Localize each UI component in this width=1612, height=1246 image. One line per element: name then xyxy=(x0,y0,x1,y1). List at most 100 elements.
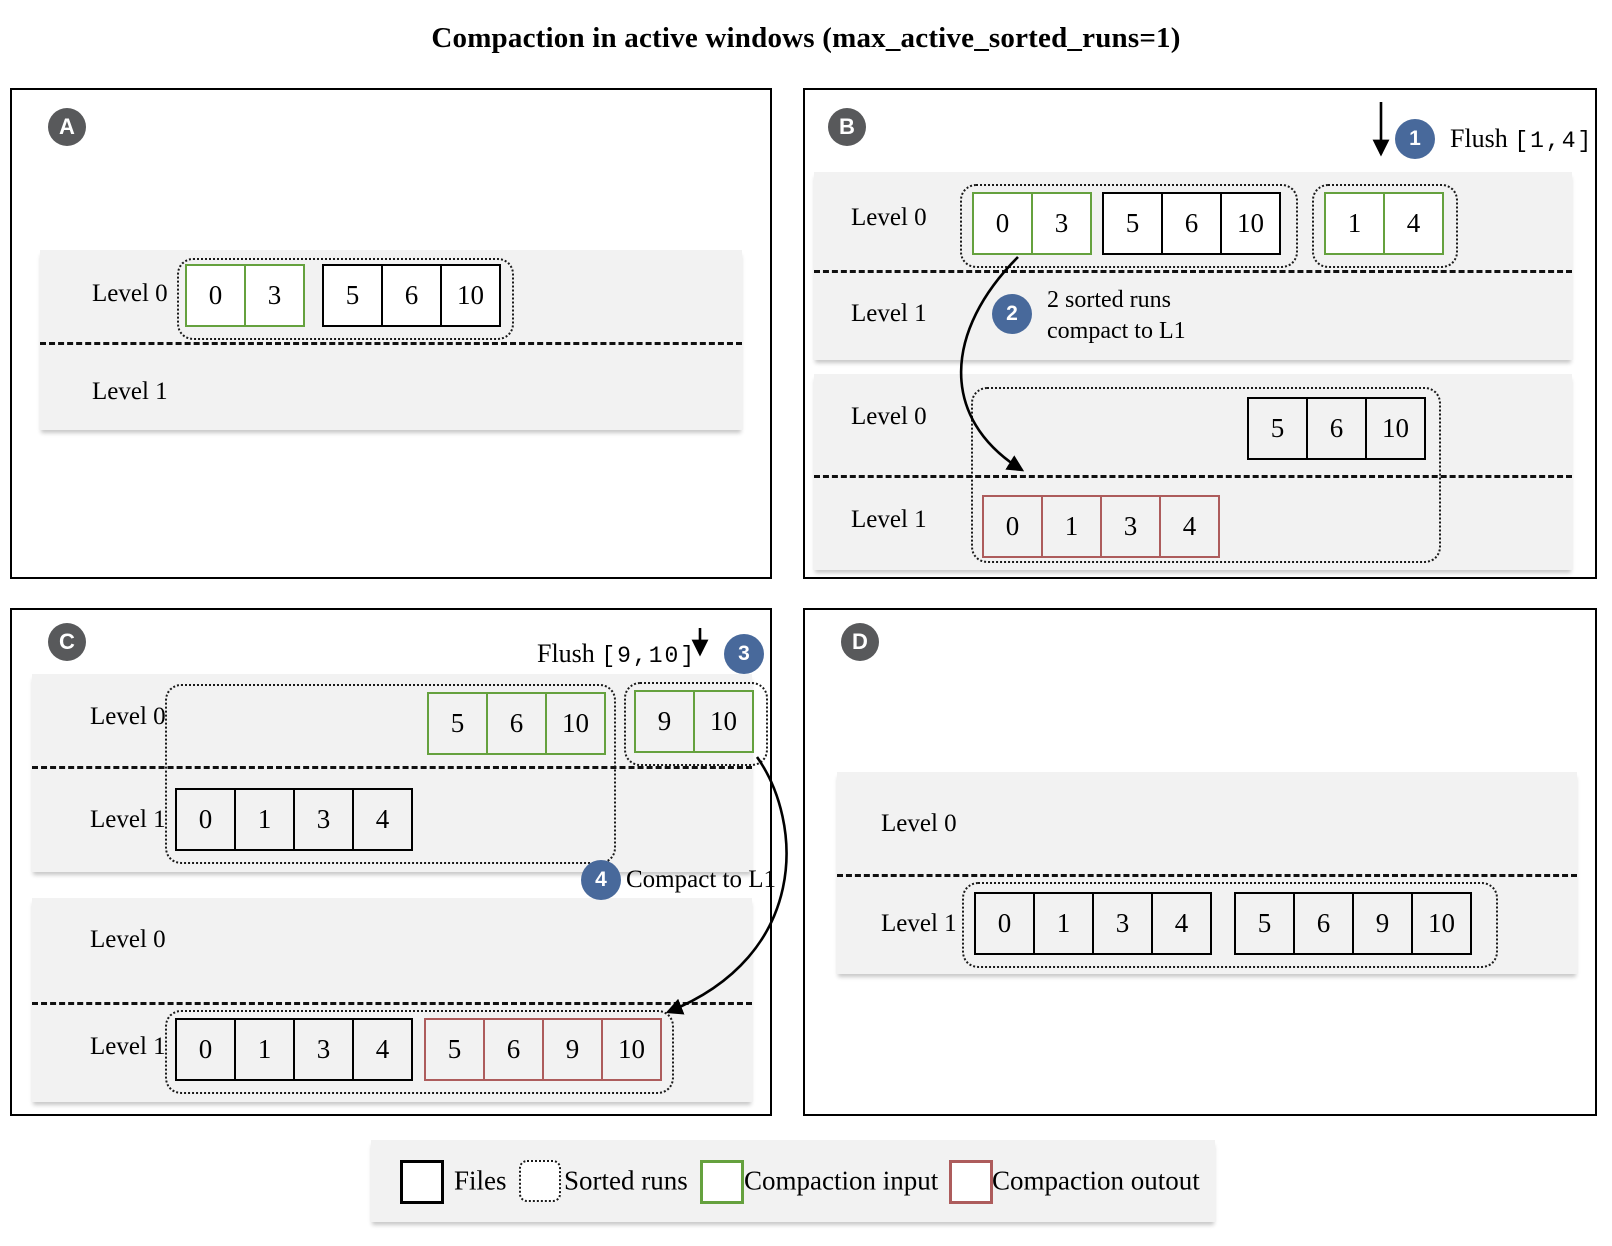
sorted-runs-label: Sorted runs xyxy=(564,1165,688,1196)
file-cell: 4 xyxy=(352,790,411,849)
file-cell: 3 xyxy=(1031,194,1090,253)
level-divider xyxy=(32,766,752,769)
level0-label: Level 0 xyxy=(92,280,168,307)
sorted-run-group xyxy=(960,184,1298,268)
file-cell: 6 xyxy=(483,1020,542,1079)
level0-label: Level 0 xyxy=(90,703,166,730)
file-cell: 10 xyxy=(440,266,499,325)
step-2-note: 2 sorted runs compact to L1 xyxy=(1047,285,1186,347)
file-cell: 1 xyxy=(234,1020,293,1079)
file-cell: 6 xyxy=(486,694,545,753)
file-cell: 4 xyxy=(1159,497,1218,556)
level1-label: Level 1 xyxy=(851,300,927,327)
level1-label: Level 1 xyxy=(90,806,166,833)
level-divider xyxy=(32,1002,752,1005)
file-cell: 5 xyxy=(1257,908,1272,938)
file-cell: 6 xyxy=(381,266,440,325)
file-cell: 0 xyxy=(995,208,1010,238)
flush-range: [1,4] xyxy=(1514,128,1594,154)
files-label: Files xyxy=(454,1165,507,1196)
step-1-circle: 1 xyxy=(1395,119,1435,159)
file-cell: 0 xyxy=(198,1034,213,1064)
file-cell: 10 xyxy=(1220,194,1279,253)
file-cell: 3 xyxy=(1100,497,1159,556)
sorted-run-group-flushed xyxy=(1312,184,1458,268)
file-cell: 5 xyxy=(345,280,360,310)
compaction-input-swatch xyxy=(700,1160,744,1204)
file-cell: 10 xyxy=(1365,399,1424,458)
file-cell: 6 xyxy=(1306,399,1365,458)
compaction-input-label: Compaction input xyxy=(744,1165,939,1196)
file-cell: 9 xyxy=(542,1020,601,1079)
level0-label: Level 0 xyxy=(851,403,927,430)
level1-label: Level 1 xyxy=(92,378,168,405)
file-cell: 3 xyxy=(244,266,303,325)
file-cell: 5 xyxy=(1270,413,1285,443)
flush-word: Flush xyxy=(1450,124,1508,153)
step-3-flush-label: Flush [9,10] xyxy=(537,639,696,669)
file-cell: 0 xyxy=(198,804,213,834)
file-cell: 6 xyxy=(1161,194,1220,253)
sorted-runs-swatch xyxy=(519,1160,561,1202)
level-divider xyxy=(837,874,1577,877)
legend: Files Sorted runs Compaction input Compa… xyxy=(371,1140,1215,1222)
panel-d-badge: D xyxy=(841,623,879,661)
step-2-line2: compact to L1 xyxy=(1047,318,1186,344)
step-4-label: Compact to L1 xyxy=(626,866,776,893)
level-divider xyxy=(814,270,1572,273)
file-cell: 10 xyxy=(601,1020,660,1079)
file-cell: 9 xyxy=(1352,894,1411,953)
file-cell: 4 xyxy=(1151,894,1210,953)
flush-word: Flush xyxy=(537,639,595,668)
step-3-circle: 3 xyxy=(724,634,764,674)
file-cell: 6 xyxy=(1293,894,1352,953)
file-cell: 4 xyxy=(352,1020,411,1079)
figure-title: Compaction in active windows (max_active… xyxy=(431,22,1181,54)
panel-a-badge: A xyxy=(48,108,86,146)
panel-b-badge: B xyxy=(828,108,866,146)
level-divider xyxy=(40,342,742,345)
step-1-flush-label: Flush [1,4] xyxy=(1450,124,1593,154)
file-cell: 10 xyxy=(693,692,752,751)
level0-label: Level 0 xyxy=(851,204,927,231)
file-cell: 5 xyxy=(1125,208,1140,238)
compaction-output-label: Compaction outout xyxy=(992,1165,1200,1196)
file-cell: 0 xyxy=(1005,511,1020,541)
level1-label: Level 1 xyxy=(851,506,927,533)
file-cell: 10 xyxy=(1411,894,1470,953)
file-cell: 5 xyxy=(447,1034,462,1064)
file-cell: 0 xyxy=(208,280,223,310)
file-cell: 3 xyxy=(293,790,352,849)
file-cell: 1 xyxy=(1347,208,1362,238)
file-cell: 1 xyxy=(1033,894,1092,953)
sorted-run-group xyxy=(165,1010,674,1094)
file-cell: 5 xyxy=(450,708,465,738)
sorted-run-group xyxy=(165,684,616,864)
panel-c-badge: C xyxy=(48,623,86,661)
file-cell: 3 xyxy=(1092,894,1151,953)
